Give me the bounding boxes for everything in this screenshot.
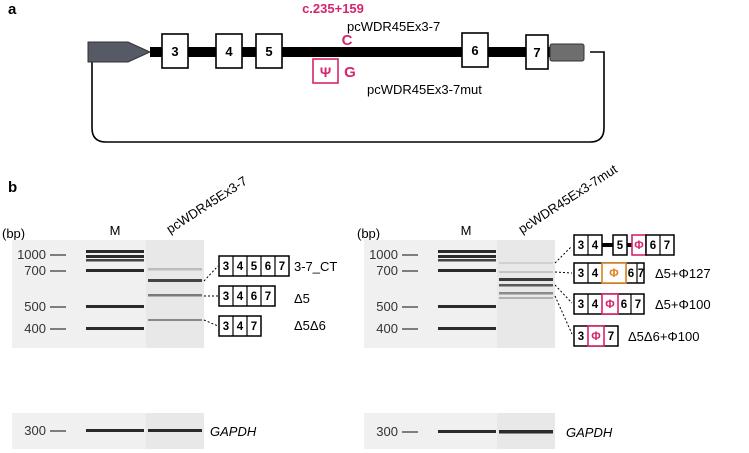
svg-text:3: 3 (578, 268, 584, 280)
product-box-delta5: 3 4 6 7 (218, 285, 276, 307)
svg-text:3: 3 (578, 299, 584, 311)
size-700-left: 700 (24, 263, 46, 278)
size-400-right: 400 (376, 321, 398, 336)
exon-7: 7 (525, 34, 549, 70)
svg-text:4: 4 (237, 261, 244, 273)
gapdh-label-left: GAPDH (210, 424, 257, 439)
polya-box (549, 43, 585, 62)
size-700-right: 700 (376, 263, 398, 278)
size-1000-left: 1000 (17, 247, 46, 262)
mut-allele: G (344, 64, 356, 81)
svg-text:3: 3 (223, 291, 229, 303)
svg-text:3: 3 (578, 240, 584, 252)
svg-text:7: 7 (279, 261, 285, 273)
svg-text:Φ: Φ (605, 299, 615, 311)
marker-lane-label-left: M (110, 223, 121, 238)
svg-text:7: 7 (608, 331, 614, 343)
variant-label: c.235+159 (302, 1, 364, 16)
svg-text:7: 7 (265, 291, 271, 303)
product-box-delta5-delta6: 3 4 7 (218, 315, 262, 337)
construct-mut-label: pcWDR45Ex3-7mut (367, 82, 482, 97)
svg-text:5: 5 (251, 261, 258, 273)
product-label-delta5-phi127: Δ5+Φ127 (655, 266, 711, 281)
product-box-delta5-phi100: 3 4 Φ 6 7 (573, 293, 645, 315)
product-label-3-7-ct: 3-7_CT (294, 259, 337, 274)
size-500-right: 500 (376, 299, 398, 314)
promoter-arrow-icon (87, 41, 152, 63)
pseudo-exon-symbol: Ψ (320, 64, 331, 80)
exon-6: 6 (461, 32, 489, 68)
svg-text:6: 6 (650, 240, 656, 252)
product-box-3-7-ct: 3 4 5 6 7 (218, 255, 290, 277)
svg-text:6: 6 (628, 268, 634, 280)
svg-text:Φ: Φ (634, 240, 644, 252)
exon-4: 4 (215, 33, 243, 69)
size-1000-right: 1000 (369, 247, 398, 262)
intron-bar (150, 47, 550, 57)
svg-text:3: 3 (223, 261, 229, 273)
svg-text:6: 6 (621, 299, 627, 311)
svg-text:7: 7 (251, 321, 257, 333)
svg-text:6: 6 (265, 261, 271, 273)
product-label-delta5-phi100: Δ5+Φ100 (655, 297, 711, 312)
svg-text:7: 7 (664, 240, 670, 252)
size-300-right: 300 (376, 424, 398, 439)
svg-text:Φ: Φ (591, 331, 601, 343)
svg-text:6: 6 (251, 291, 257, 303)
panel-a-label: a (8, 1, 17, 18)
svg-text:3: 3 (223, 321, 229, 333)
left-gel: (bp) M pcWDR45Ex3-7 1000 700 500 400 (2, 173, 337, 449)
bp-label-right: (bp) (357, 226, 380, 241)
right-gel: (bp) M pcWDR45Ex3-7mut 1000 700 500 400 (357, 161, 711, 449)
svg-text:5: 5 (265, 44, 272, 59)
svg-text:4: 4 (592, 240, 599, 252)
wt-allele: C (342, 32, 353, 49)
panel-b-label: b (8, 179, 17, 196)
size-300-left: 300 (24, 423, 46, 438)
svg-text:3: 3 (171, 44, 178, 59)
svg-text:4: 4 (592, 299, 599, 311)
product-label-delta5-delta6: Δ5Δ6 (294, 318, 326, 333)
construct-wt-label: pcWDR45Ex3-7 (347, 19, 440, 34)
gapdh-label-right: GAPDH (566, 425, 613, 440)
product-box-full-with-phi: 3 4 5 Φ 6 7 (573, 234, 675, 256)
exon-3: 3 (161, 33, 189, 69)
marker-lane-label-right: M (461, 223, 472, 238)
pseudo-exon-box (312, 58, 339, 84)
svg-text:4: 4 (225, 44, 233, 59)
size-500-left: 500 (24, 299, 46, 314)
product-label-delta5-delta6-phi100: Δ5Δ6+Φ100 (628, 329, 699, 344)
svg-text:7: 7 (638, 268, 644, 280)
svg-text:7: 7 (635, 299, 641, 311)
product-box-delta5-delta6-phi100: 3 Φ 7 (573, 325, 619, 347)
svg-text:Φ: Φ (609, 268, 619, 280)
exon-5: 5 (255, 33, 283, 69)
svg-text:4: 4 (237, 291, 244, 303)
bp-label-left: (bp) (2, 226, 25, 241)
svg-text:3: 3 (578, 331, 584, 343)
lane-label-left: pcWDR45Ex3-7 (163, 173, 249, 236)
svg-text:7: 7 (533, 45, 540, 60)
product-box-delta5-phi127: 3 4 Φ 6 7 (573, 262, 645, 284)
lane-label-right: pcWDR45Ex3-7mut (515, 161, 620, 236)
svg-text:4: 4 (237, 321, 244, 333)
svg-text:5: 5 (617, 240, 624, 252)
svg-text:4: 4 (592, 268, 599, 280)
product-label-delta5: Δ5 (294, 291, 310, 306)
svg-text:6: 6 (471, 43, 478, 58)
size-400-left: 400 (24, 321, 46, 336)
plasmid-backbone-loop (91, 51, 605, 143)
